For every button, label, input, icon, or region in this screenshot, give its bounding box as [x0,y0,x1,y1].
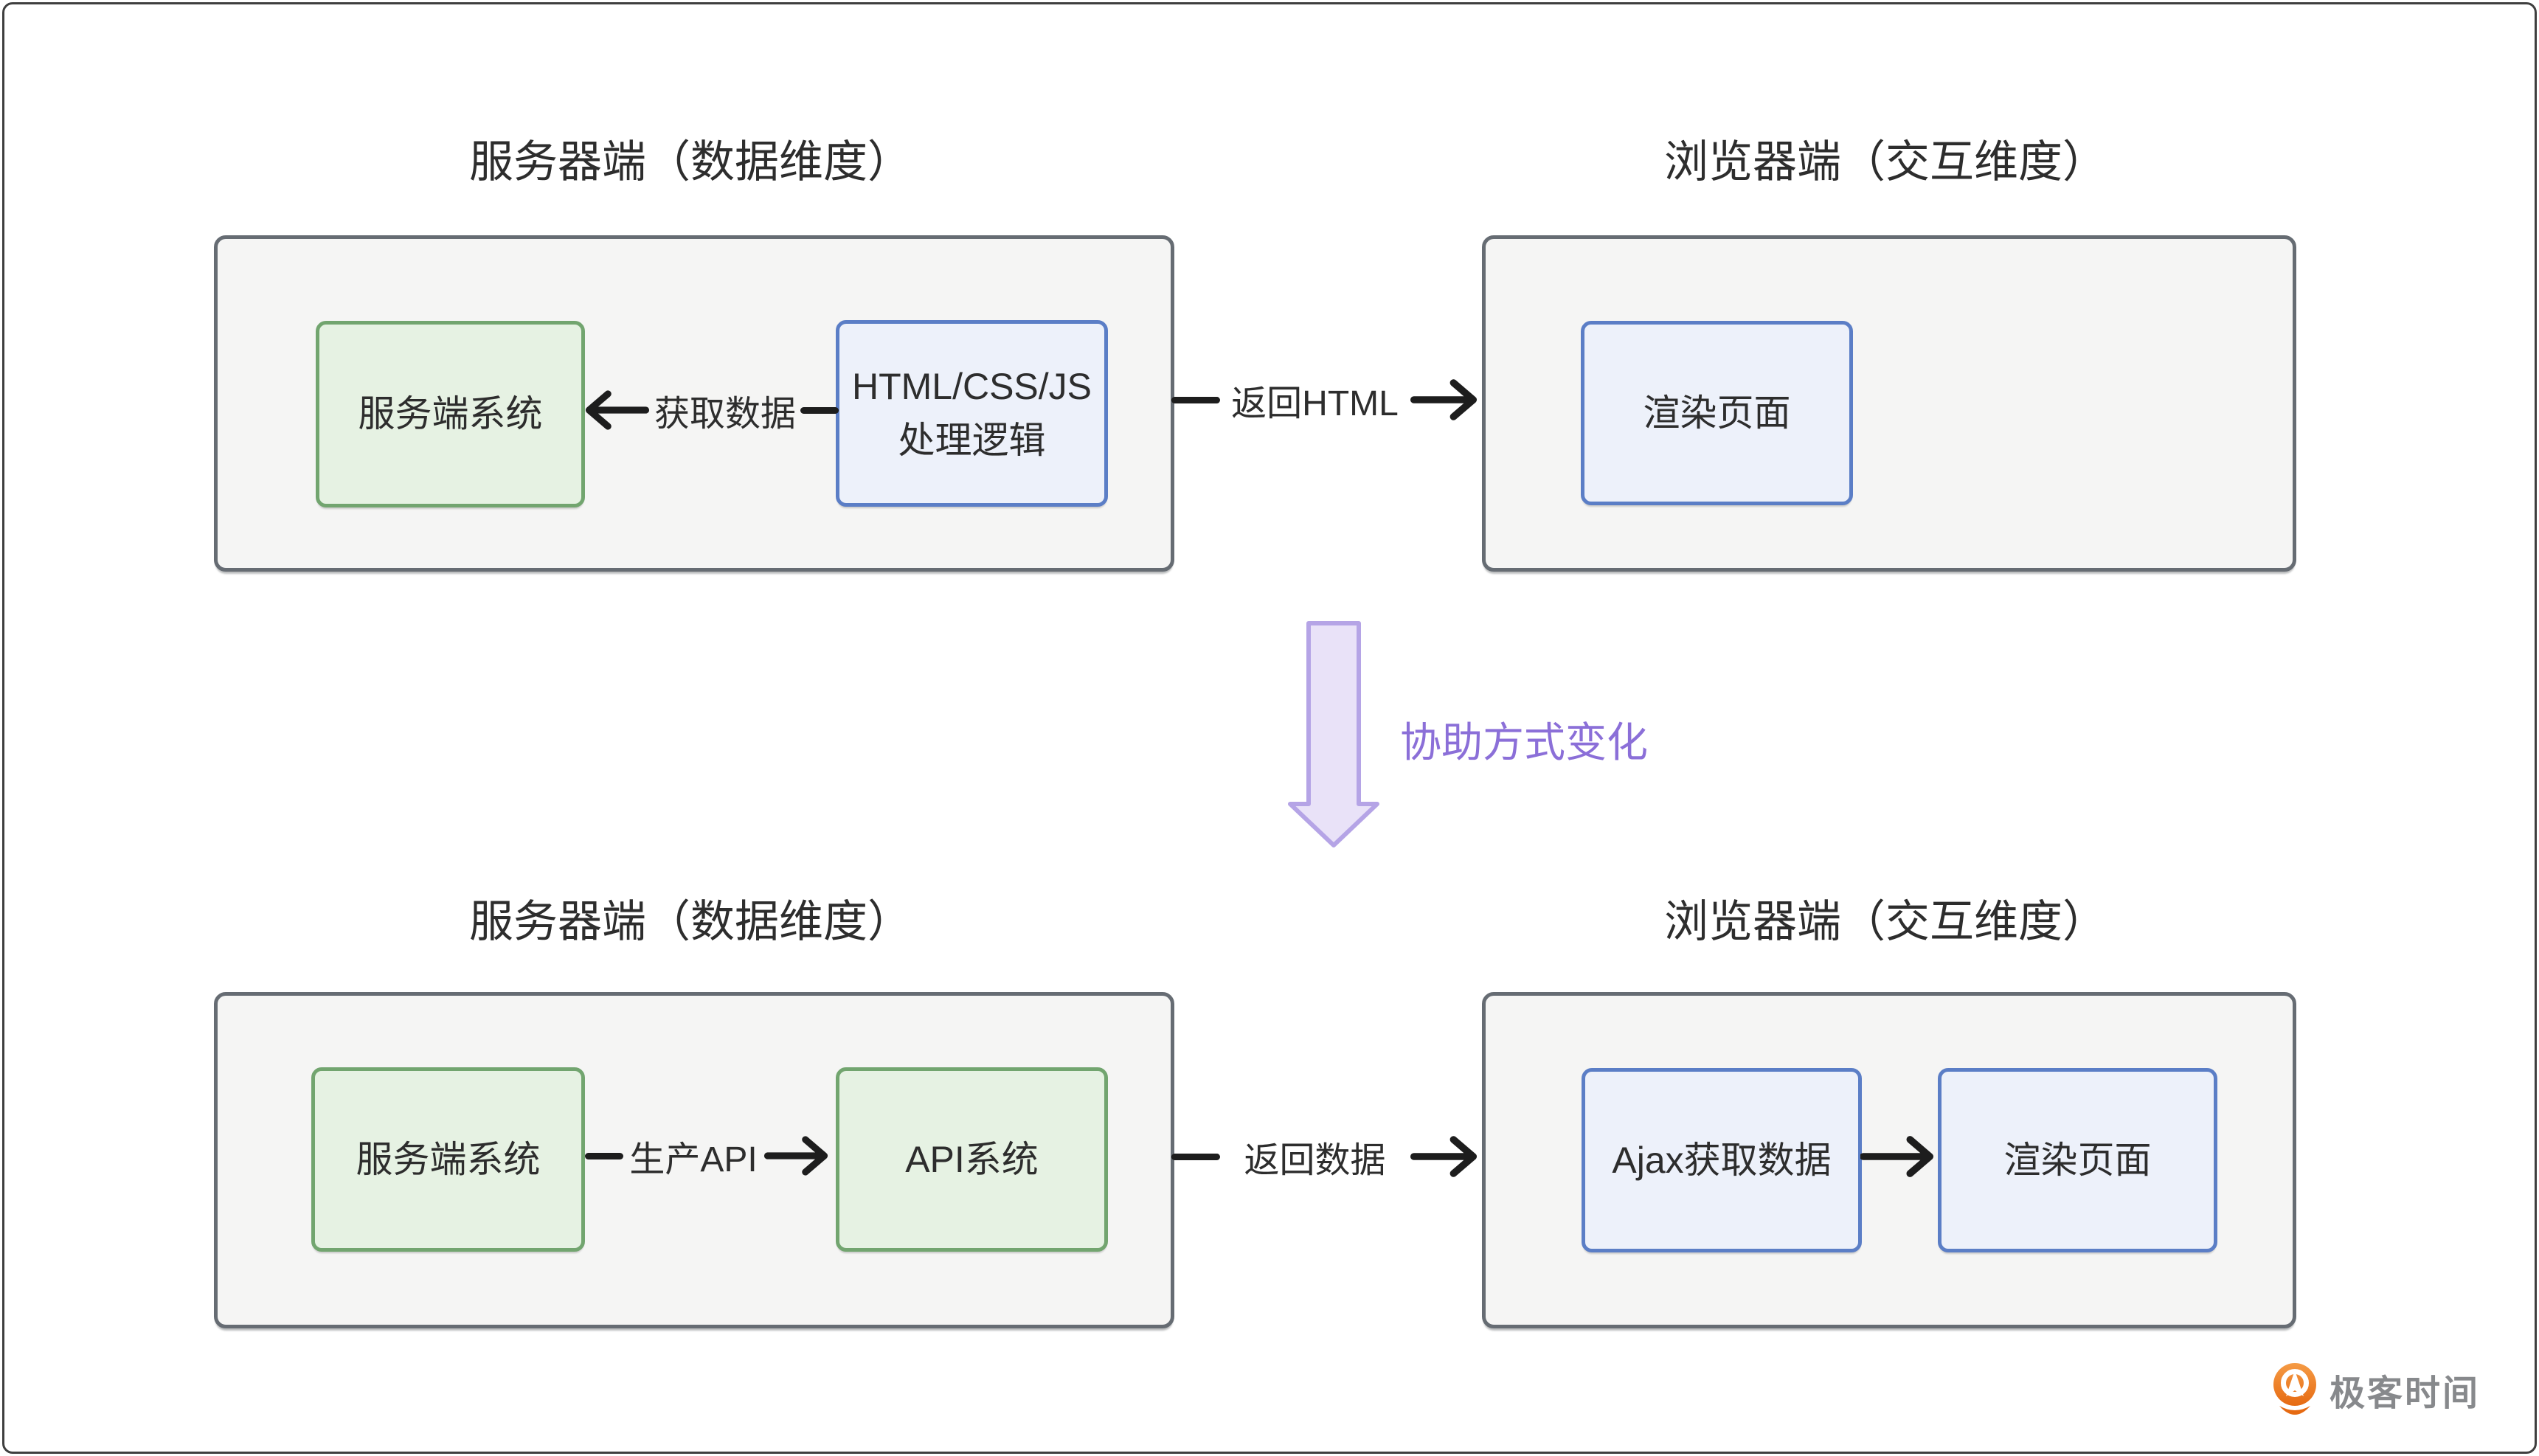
node-label: API系统 [905,1138,1039,1180]
transition-arrow-icon [1288,621,1379,847]
node-label: 渲染页面 [1643,392,1791,434]
arrow-right-icon [1860,1136,1934,1177]
node-top-render-page: 渲染页面 [1581,321,1853,505]
edge-label-return-data: 返回数据 [1244,1141,1386,1180]
title-top-browser: 浏览器端（交互维度） [1664,137,2107,187]
arrow-right-icon [1410,1136,1478,1177]
node-label-line1: HTML/CSS/JS [851,366,1092,407]
edge-line [1171,396,1220,403]
node-label: 服务端系统 [356,1138,541,1180]
node-top-html-css-js: HTML/CSS/JS 处理逻辑 [836,320,1108,507]
title-bottom-browser: 浏览器端（交互维度） [1664,897,2107,946]
connector-produce-api: 生产API [585,1132,828,1179]
arrow-right-icon [763,1136,828,1176]
node-label: 渲染页面 [2003,1139,2152,1181]
connector-ajax-to-render [1860,1133,1934,1180]
connector-return-html: 返回HTML [1171,376,1478,423]
node-bottom-ajax: Ajax获取数据 [1582,1068,1862,1252]
node-bottom-api-system: API系统 [836,1067,1108,1252]
title-top-server: 服务器端（数据维度） [469,137,912,187]
edge-label-produce-api: 生产API [629,1140,758,1179]
node-bottom-render-page: 渲染页面 [1938,1068,2217,1252]
connector-return-data: 返回数据 [1171,1133,1478,1180]
edge-label-return-html: 返回HTML [1231,384,1399,423]
edge-line [1171,1153,1220,1160]
logo-geektime: 极客时间 [2270,1363,2480,1416]
geektime-pin-icon [2273,1363,2316,1415]
transition-label: 协助方式变化 [1400,719,1648,766]
node-top-server-system: 服务端系统 [316,321,585,507]
arrow-left-icon [585,390,650,430]
connector-get-data: 获取数据 [585,386,839,434]
title-bottom-server: 服务器端（数据维度） [469,897,912,946]
edge-label-get-data: 获取数据 [654,395,797,434]
arrow-right-icon [1410,379,1478,420]
logo-text: 极客时间 [2330,1374,2481,1413]
node-bottom-server-system: 服务端系统 [311,1067,585,1252]
edge-line [585,1152,623,1159]
node-label: 服务端系统 [358,393,543,435]
node-label: Ajax获取数据 [1612,1139,1832,1181]
edge-line [800,406,839,414]
node-label-line2: 处理逻辑 [898,419,1046,461]
